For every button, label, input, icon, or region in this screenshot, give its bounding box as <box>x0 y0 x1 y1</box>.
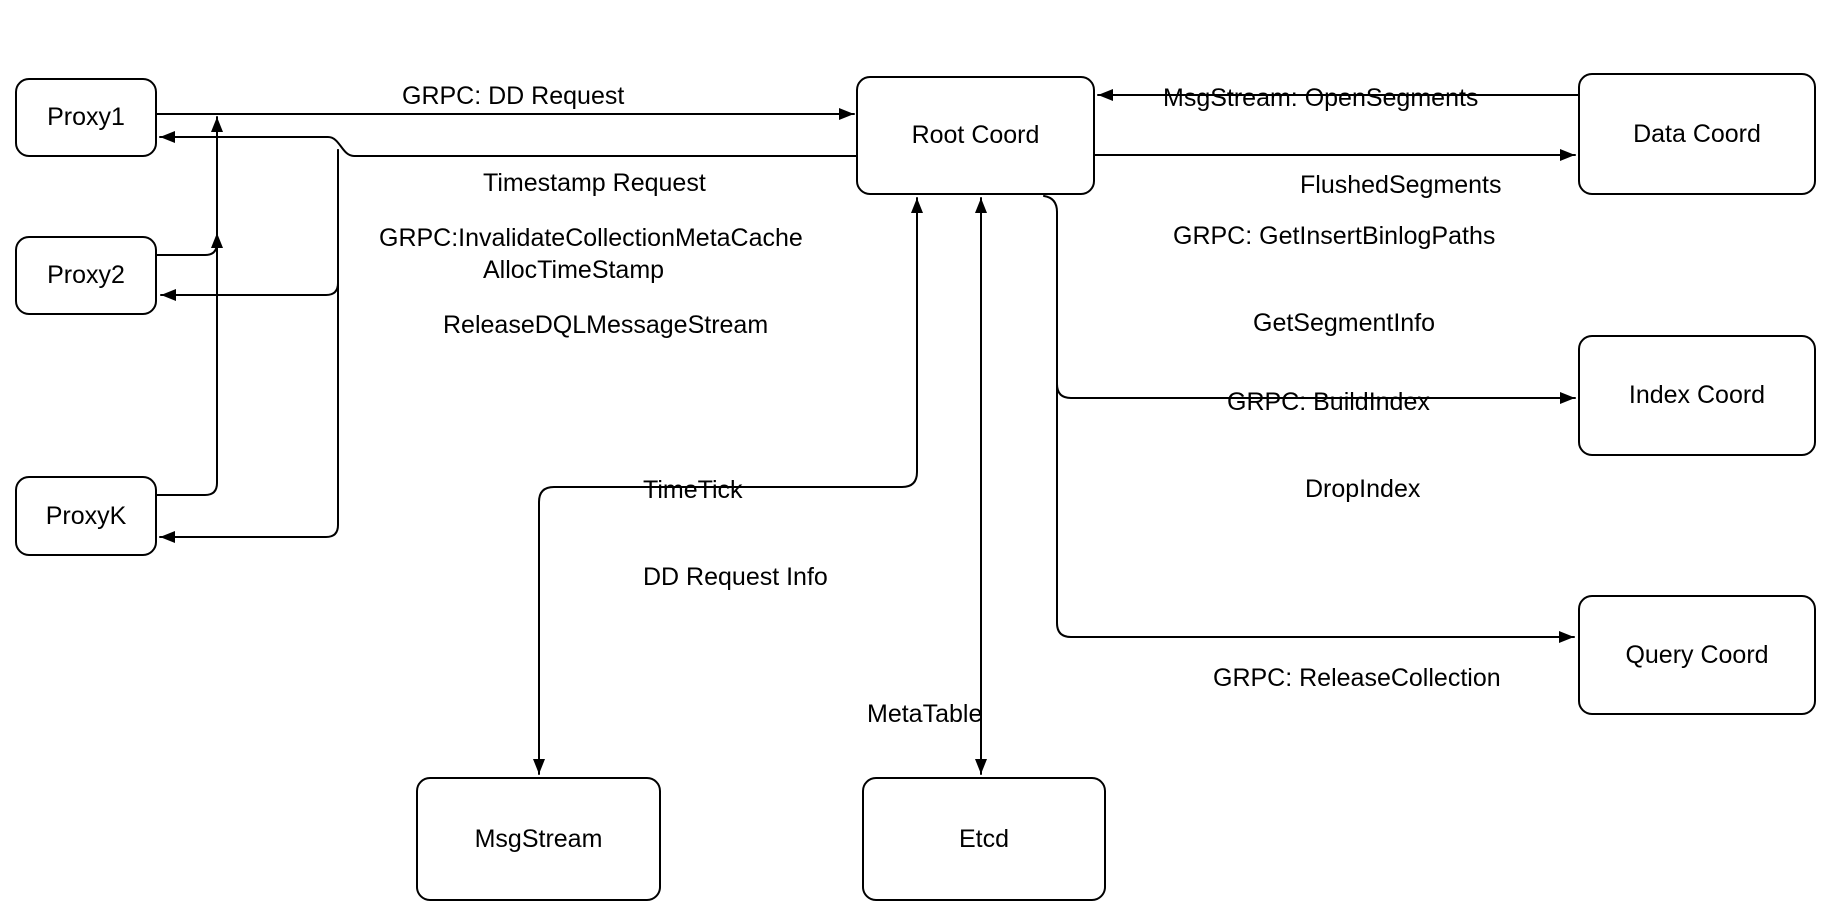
node-proxy2-label: Proxy2 <box>47 261 125 289</box>
edge-label-root-to-msgstream: TimeTick DD Request Info <box>643 476 828 591</box>
edge-label-root-to-query: GRPC: ReleaseCollection <box>1213 664 1501 692</box>
node-proxyk: ProxyK <box>15 476 157 556</box>
node-data-coord: Data Coord <box>1578 73 1816 195</box>
edge-label-root-to-proxies: GRPC:InvalidateCollectionMetaCache Relea… <box>379 224 803 339</box>
node-proxy1: Proxy1 <box>15 78 157 157</box>
node-index-coord-label: Index Coord <box>1628 381 1766 409</box>
edge-proxyk-to-rootcoord <box>155 116 223 496</box>
node-proxy1-label: Proxy1 <box>47 103 125 131</box>
edge-rootcoord-msgstream <box>533 197 923 775</box>
node-etcd-label: Etcd <box>958 824 1010 853</box>
node-proxy2: Proxy2 <box>15 236 157 315</box>
node-root-coord-label: Root Coord <box>911 121 1040 149</box>
edge-label-root-to-data: GRPC: GetInsertBinlogPaths GetSegmentInf… <box>1173 222 1496 337</box>
node-proxyk-label: ProxyK <box>45 501 127 530</box>
edge-label-root-to-etcd: MetaTable <box>867 700 983 728</box>
node-index-coord: Index Coord <box>1578 335 1816 456</box>
edge-rootcoord-to-proxy2 <box>160 149 339 301</box>
edge-label-data-to-root: MsgStream: OpenSegments FlushedSegments <box>1163 84 1502 199</box>
node-msgstream: MsgStream <box>416 777 661 901</box>
node-query-coord-label: Query Coord <box>1625 640 1769 669</box>
edge-rootcoord-to-proxy1 <box>159 131 857 157</box>
node-query-coord: Query Coord <box>1578 595 1816 715</box>
edge-label-root-to-index: GRPC: BuildIndex DropIndex <box>1227 388 1430 503</box>
edge-rootcoord-to-proxyk <box>159 149 339 543</box>
edge-label-proxy-to-root: GRPC: DD Request Timestamp Request Alloc… <box>402 82 706 284</box>
node-msgstream-label: MsgStream <box>474 824 603 853</box>
node-data-coord-label: Data Coord <box>1633 119 1761 148</box>
edge-proxy2-to-rootcoord <box>156 232 223 256</box>
edge-rootcoord-to-querycoord <box>1056 211 1575 643</box>
node-root-coord: Root Coord <box>856 76 1095 195</box>
node-etcd: Etcd <box>862 777 1106 901</box>
